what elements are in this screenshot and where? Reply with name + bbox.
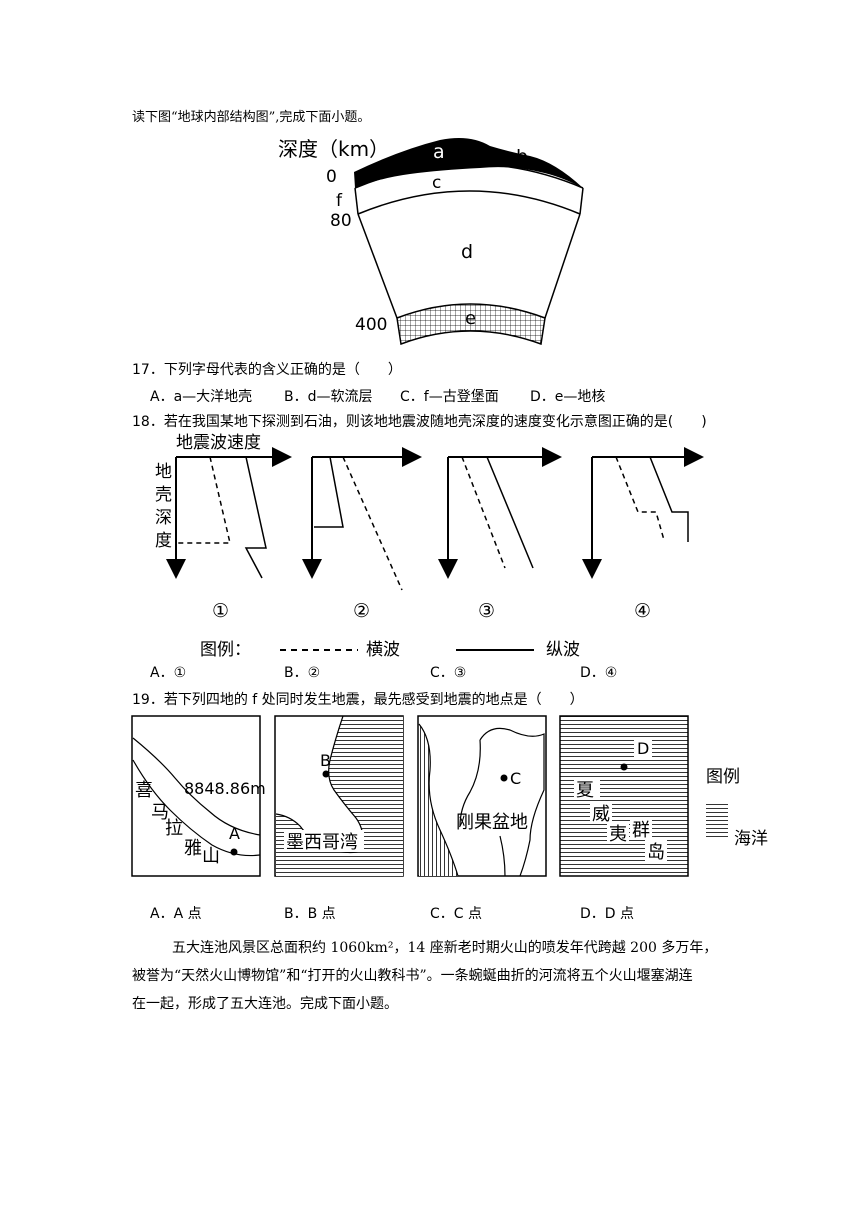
svg-text:c: c [432,173,441,193]
svg-text:地震波速度: 地震波速度 [176,433,261,453]
q17-option-b[interactable]: B．d—软流层 [284,389,373,405]
graph-1 [166,447,292,579]
layer-e [396,303,546,346]
svg-text:A: A [229,824,240,843]
svg-text:B: B [320,751,331,770]
svg-text:墨西哥湾: 墨西哥湾 [286,832,358,853]
svg-text:拉: 拉 [165,818,183,839]
svg-text:深: 深 [155,508,172,528]
svg-text:马: 马 [151,802,169,823]
svg-text:②: ② [353,600,370,622]
q17-stem: 17．下列字母代表的含义正确的是（ ） [132,362,402,378]
para-line-3: 在一起，形成了五大连池。完成下面小题。 [132,996,398,1012]
q18-stem: 18．若在我国某地下探测到石油，则该地地震波随地壳深度的速度变化示意图正确的是(… [132,414,707,430]
q19-option-c[interactable]: C．C 点 [430,906,483,922]
svg-text:横波: 横波 [366,640,400,660]
map-himalaya: 8848.86m 喜 马 拉 雅 山 A [131,715,266,877]
svg-text:图例：: 图例： [200,640,251,660]
svg-text:纵波: 纵波 [546,640,580,660]
q18-option-b[interactable]: B．② [284,665,321,681]
q18-option-d[interactable]: D．④ [580,665,618,681]
svg-text:f: f [336,191,343,211]
para-line-2: 被誉为“天然火山博物馆”和“打开的火山教科书”。一条蜿蜒曲折的河流将五个火山堰塞… [132,968,693,984]
depth-label: 深度（km） [278,137,389,161]
point-d [620,763,628,771]
map-gulf-of-mexico: B 墨西哥湾 [274,715,404,877]
map-hawaii: 夏 威 夷 群 岛 D [559,715,689,877]
svg-text:8848.86m: 8848.86m [184,779,266,798]
point-c [500,774,508,782]
svg-text:度: 度 [155,531,172,551]
svg-text:海洋: 海洋 [734,829,768,849]
intro-text: 读下图“地球内部结构图”,完成下面小题。 [132,110,371,125]
svg-text:图例: 图例 [706,767,740,787]
svg-text:①: ① [212,600,229,622]
earth-structure-figure: 深度（km） 0 f 80 400 a b c d e [278,137,584,346]
svg-text:壳: 壳 [155,485,172,505]
seismic-wave-figure: 地震波速度 地 壳 深 度 ① ② ③ ④ 图例： 横波 纵波 [155,433,704,660]
q19-option-d[interactable]: D．D 点 [580,906,635,922]
svg-text:③: ③ [478,600,495,622]
svg-text:夷: 夷 [609,824,627,845]
point-b [322,770,330,778]
graph-4 [582,447,704,579]
q19-stem: 19．若下列四地的 f 处同时发生地震，最先感受到地震的地点是（ ） [132,692,584,708]
svg-text:岛: 岛 [647,842,665,863]
svg-text:C: C [510,769,521,788]
svg-text:d: d [461,241,473,263]
point-a [230,848,238,856]
svg-text:e: e [465,308,476,329]
svg-text:刚果盆地: 刚果盆地 [456,812,528,833]
svg-text:喜: 喜 [135,780,153,801]
svg-text:夏: 夏 [576,780,594,801]
svg-text:D: D [637,739,649,758]
q19-option-a[interactable]: A．A 点 [150,906,202,922]
q17-option-c[interactable]: C．f—古登堡面 [400,389,499,405]
svg-text:雅: 雅 [184,838,202,859]
svg-text:威: 威 [592,804,610,825]
moho-line [357,190,581,215]
q17-option-a[interactable]: A．a—大洋地壳 [150,389,253,405]
q17-option-d[interactable]: D．e—地核 [530,389,606,405]
layer-a-b [354,138,583,188]
q18-option-a[interactable]: A．① [150,665,187,681]
svg-text:0: 0 [326,167,337,187]
graph-2 [302,447,422,591]
svg-text:山: 山 [202,846,220,867]
para-line-1: 五大连池风景区总面积约 1060km²，14 座新老时期火山的喷发年代跨越 20… [172,940,718,956]
svg-text:b: b [516,146,528,168]
q19-option-b[interactable]: B．B 点 [284,906,336,922]
svg-text:400: 400 [355,315,387,335]
svg-text:a: a [433,141,445,163]
svg-text:80: 80 [330,211,352,231]
sea-legend-swatch [706,802,728,838]
map-congo-basin: C 刚果盆地 [417,715,547,877]
graph-3 [438,447,562,579]
q18-option-c[interactable]: C．③ [430,665,467,681]
earthquake-maps-figure: 8848.86m 喜 马 拉 雅 山 A B 墨西哥湾 C 刚果盆地 夏 [131,715,768,877]
svg-text:地: 地 [155,462,172,482]
svg-text:群: 群 [632,820,650,841]
svg-text:④: ④ [634,600,651,622]
